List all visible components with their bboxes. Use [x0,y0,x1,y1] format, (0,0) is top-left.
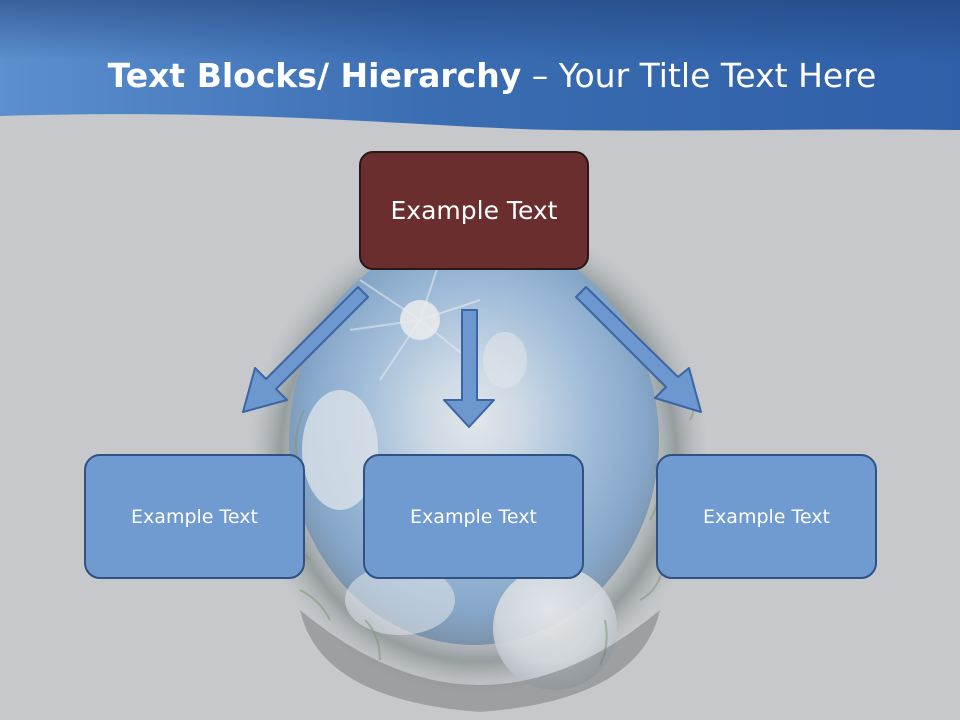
child-box-right: Example Text [656,454,877,579]
child-box-label: Example Text [410,505,537,528]
child-box-label: Example Text [131,505,258,528]
child-box-center: Example Text [363,454,584,579]
page-title: Text Blocks/ Hierarchy – Your Title Text… [0,52,960,100]
child-box-left: Example Text [84,454,305,579]
top-box: Example Text [359,151,589,270]
title-bold: Text Blocks/ Hierarchy [107,56,522,95]
child-box-label: Example Text [703,505,830,528]
top-box-label: Example Text [390,196,558,225]
title-rest: – Your Title Text Here [521,56,877,95]
